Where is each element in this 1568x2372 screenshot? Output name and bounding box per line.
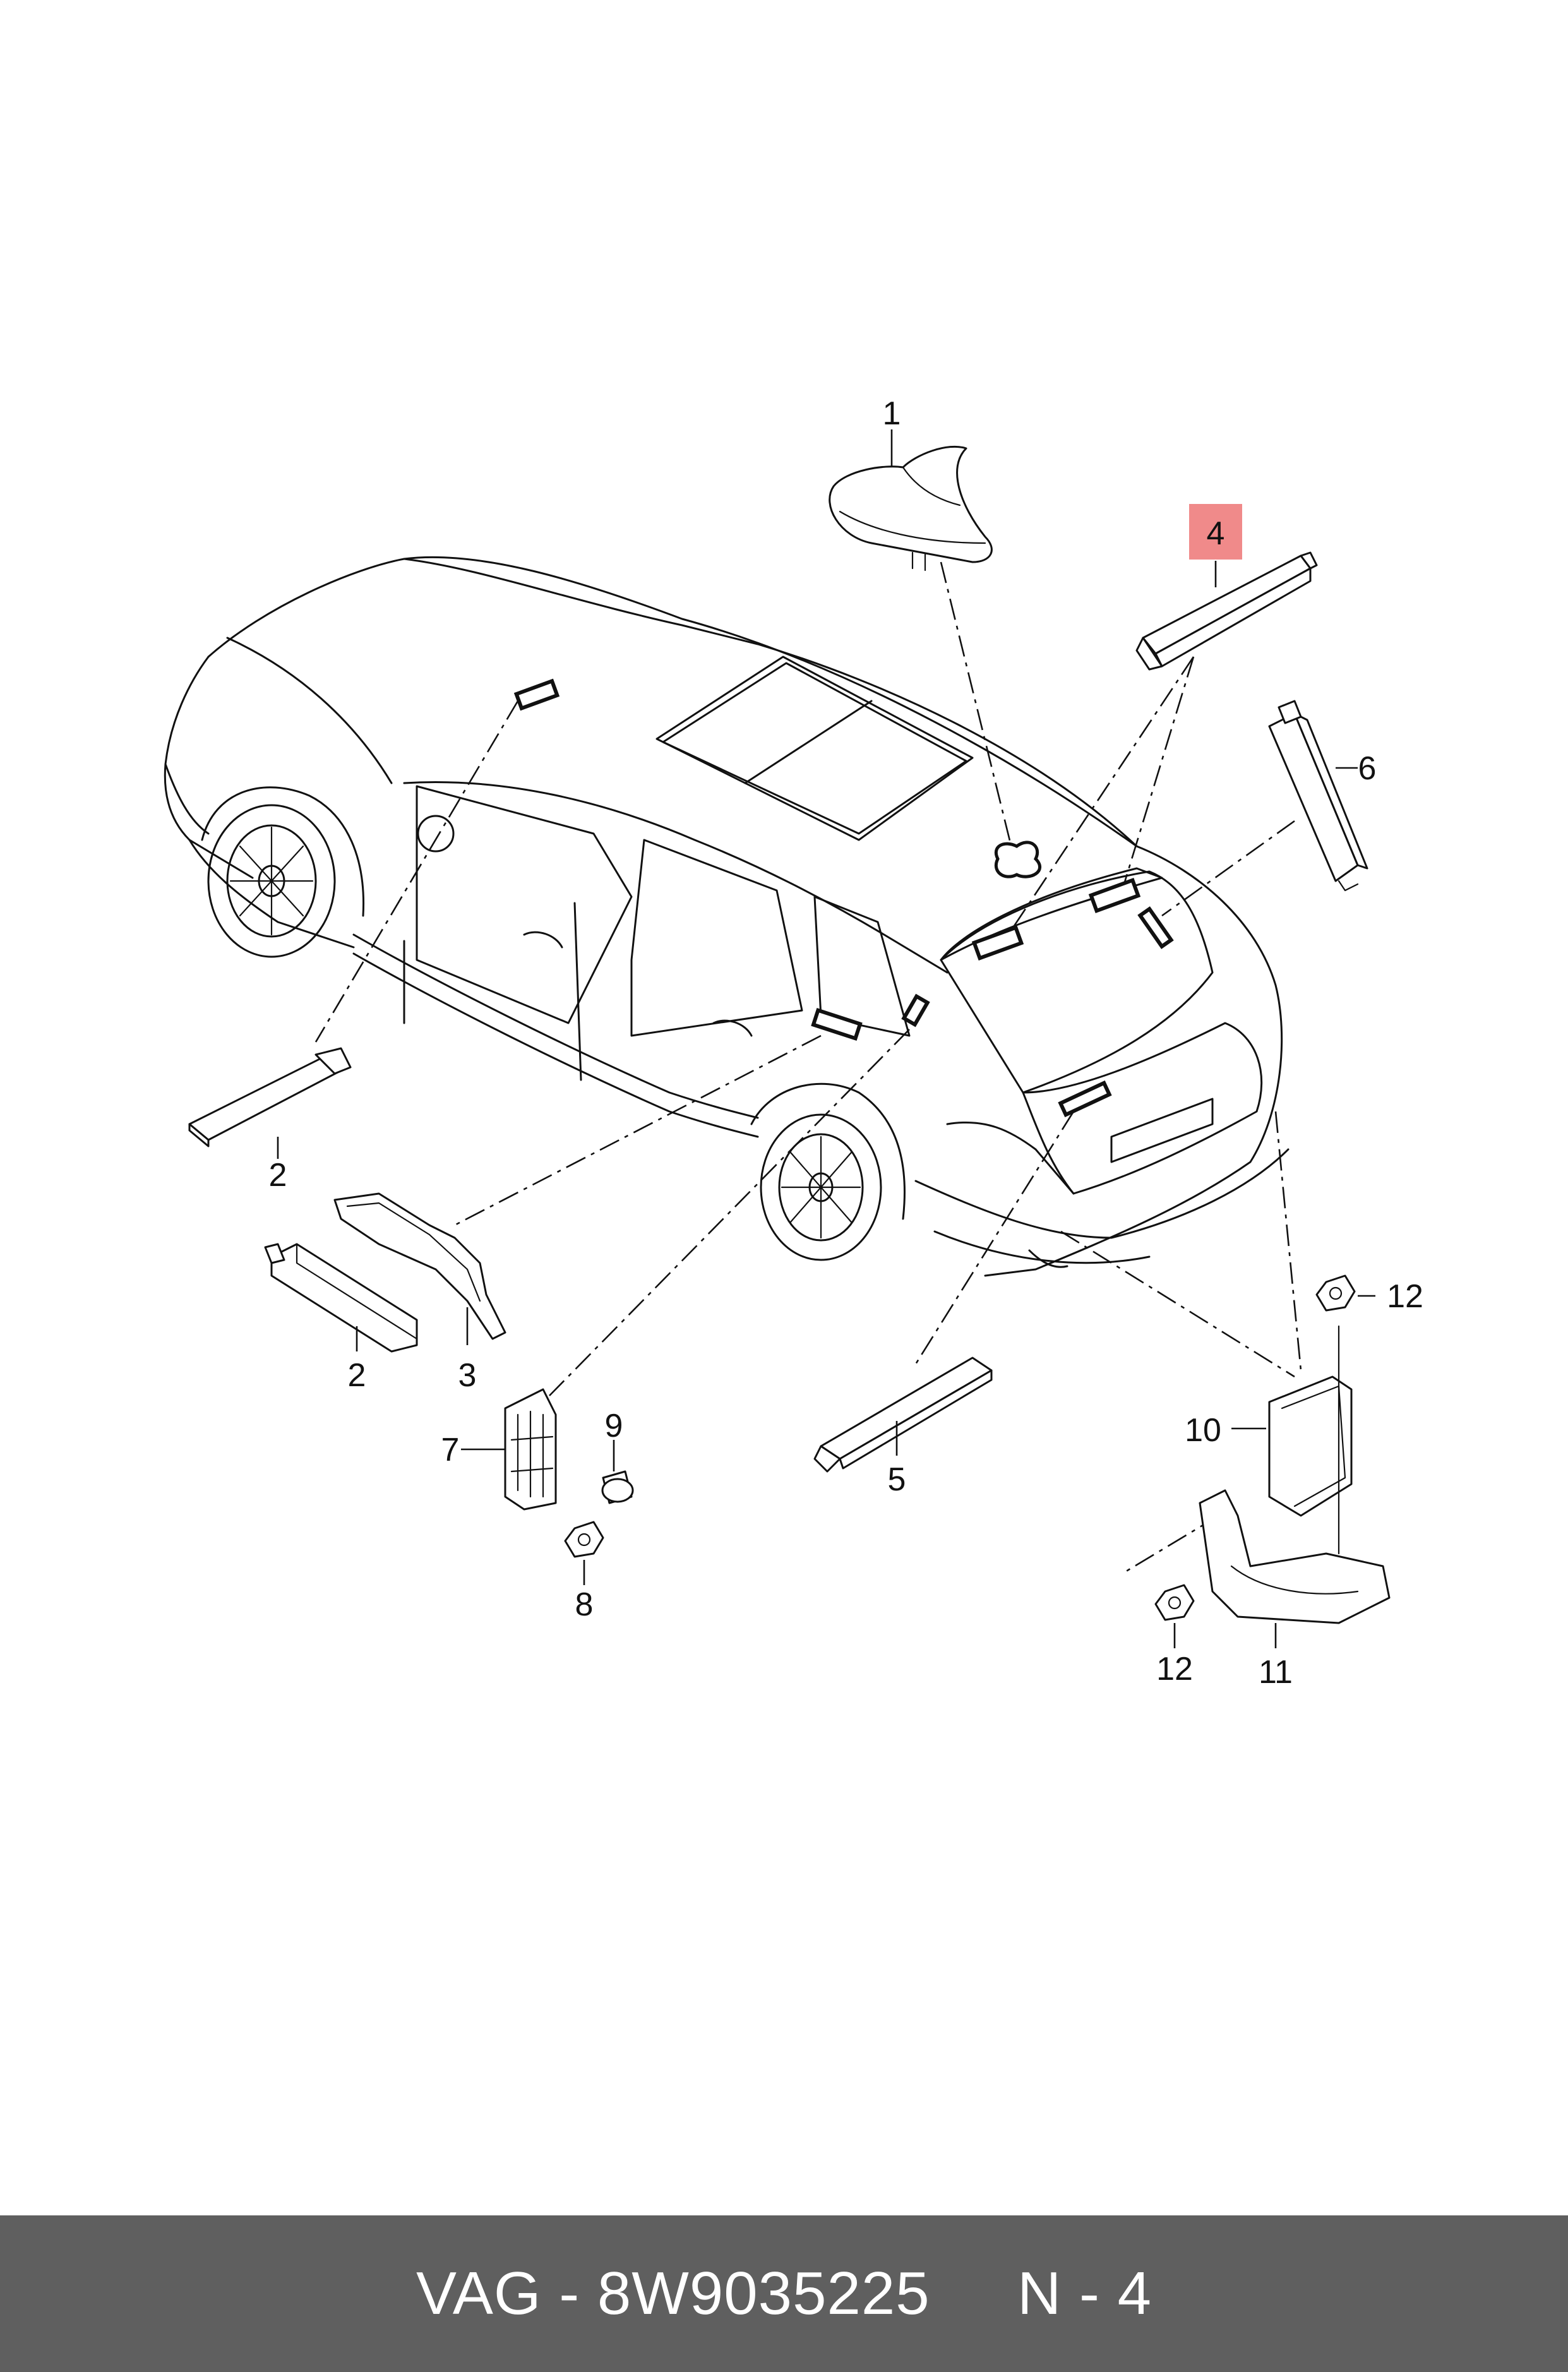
- car-roof-outline: [207, 556, 1283, 1277]
- callout-11: 11: [1259, 1654, 1293, 1691]
- pad-spoiler-right: [1088, 877, 1141, 914]
- part-9-screw: [601, 1470, 634, 1504]
- car-hood: [164, 656, 254, 879]
- front-wheel-arch: [201, 786, 365, 917]
- car-front-window: [416, 785, 633, 1024]
- part-4-antenna-amplifier: [1135, 551, 1318, 671]
- footer-part-number: VAG - 8W9035225 N - 4: [416, 2260, 1152, 2327]
- front-wheel-outer: [207, 804, 336, 958]
- callout-12-lower: 12: [1156, 1651, 1193, 1687]
- callout-2-lower: 2: [348, 1357, 366, 1394]
- car-mirror: [417, 815, 455, 853]
- rear-wheel-spokes: [781, 1135, 861, 1239]
- car-license-plate: [1110, 1098, 1214, 1163]
- pad-roof-front: [513, 678, 560, 711]
- callout-9: 9: [605, 1408, 623, 1444]
- car-rear-bumper: [914, 1148, 1290, 1264]
- car-tail-light: [946, 1121, 1075, 1195]
- part-12-nut-upper: [1315, 1274, 1356, 1555]
- rear-wheel-outer: [760, 1113, 882, 1261]
- part-2-antenna-lower: [264, 1243, 418, 1353]
- rear-wheel-arch: [750, 1082, 906, 1220]
- part-10-antenna-module: [1268, 1375, 1353, 1517]
- car-tailgate: [1022, 1022, 1263, 1195]
- pad-spoiler-left: [971, 925, 1024, 961]
- part-12-nut-lower: [1154, 1584, 1195, 1621]
- part-5-antenna-module: [813, 1357, 993, 1473]
- part-2-antenna-upper: [188, 1047, 352, 1147]
- car-exhaust: [1028, 1249, 1068, 1268]
- pad-c-pillar: [901, 993, 930, 1027]
- callout-1: 1: [883, 395, 901, 432]
- part-11-bracket: [1199, 1489, 1391, 1624]
- car-illustration: [164, 556, 1290, 1277]
- car-door-sill: [352, 933, 759, 1119]
- front-wheel-rim: [226, 824, 317, 938]
- callout-7: 7: [441, 1432, 460, 1468]
- callout-leaders: [277, 429, 1375, 1648]
- callout-3: 3: [458, 1357, 477, 1394]
- car-hood-line: [226, 637, 393, 784]
- callout-4: 4: [1207, 515, 1225, 552]
- callout-2-upper: 2: [269, 1157, 287, 1194]
- footer-bar: VAG - 8W9035225 N - 4: [0, 2215, 1568, 2372]
- callout-4-highlight: [1189, 504, 1242, 560]
- dashed-lines: [314, 561, 1302, 1574]
- car-rear-door-window: [630, 839, 803, 1037]
- front-wheel-spokes: [229, 826, 314, 936]
- part-6-antenna-module: [1268, 700, 1368, 892]
- car-quarter-window: [813, 895, 911, 1037]
- callout-6: 6: [1358, 750, 1377, 787]
- callout-5: 5: [888, 1461, 906, 1498]
- pad-tailgate: [1058, 1080, 1112, 1118]
- car-door-handles: [523, 931, 753, 1037]
- car-roof-edge: [403, 558, 1138, 848]
- car-door-seams: [403, 902, 582, 1081]
- callout-8: 8: [575, 1586, 594, 1623]
- car-rear-window: [940, 870, 1214, 1094]
- parts-diagram: 1 4 6 2 2 3 7 9 8 5 10 12 11 12: [164, 395, 1423, 1691]
- rear-wheel-rim: [778, 1133, 864, 1242]
- part-8-nut: [564, 1521, 604, 1558]
- car-sunroof-inner: [662, 662, 967, 835]
- antenna-base-pad: [994, 841, 1041, 878]
- pad-rear-window: [1137, 906, 1174, 949]
- part-3-bracket: [333, 1192, 506, 1340]
- part-1-roof-antenna: [829, 445, 993, 572]
- part-7-bracket: [504, 1388, 557, 1511]
- car-side-window-line: [403, 781, 949, 974]
- callout-12-upper: 12: [1387, 1278, 1423, 1315]
- callout-10: 10: [1185, 1412, 1221, 1449]
- car-sunroof: [655, 656, 974, 841]
- pad-quarter-panel: [811, 1007, 863, 1041]
- car-door-sill-2: [352, 952, 759, 1138]
